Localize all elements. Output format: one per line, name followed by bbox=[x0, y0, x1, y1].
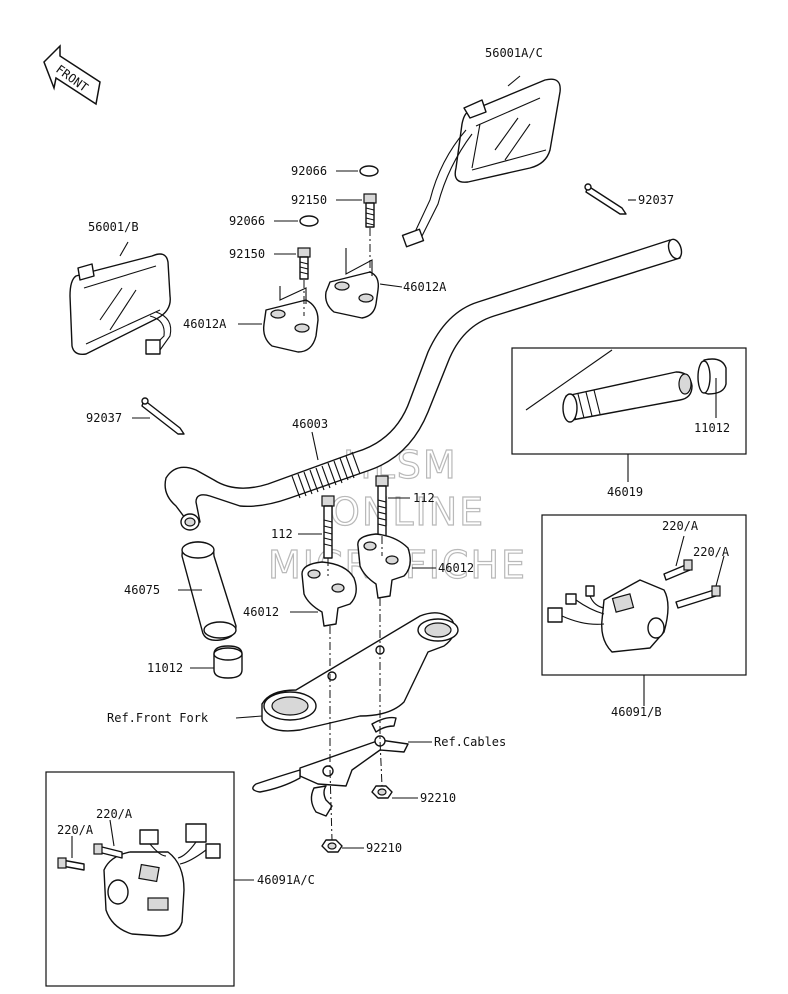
label-holder-lower-right: 46012 bbox=[438, 561, 474, 575]
holder-46012-left bbox=[301, 561, 357, 627]
label-grip-end-left: 11012 bbox=[147, 661, 183, 675]
wire-clamp-92037-right bbox=[584, 183, 627, 215]
label-wire-left: 92037 bbox=[86, 411, 122, 425]
label-grip-assy-right: 46019 bbox=[607, 485, 643, 499]
label-cap-lower: 92066 bbox=[229, 214, 265, 228]
label-nut-1: 92210 bbox=[420, 791, 456, 805]
callout-labels: 56001A/C 56001/B 92066 92150 92066 92150… bbox=[57, 46, 730, 887]
bolt-112-left bbox=[321, 495, 335, 559]
cable-bracket bbox=[252, 716, 409, 817]
mirror-left bbox=[69, 253, 172, 356]
label-nut-2: 92210 bbox=[366, 841, 402, 855]
switch-left bbox=[57, 823, 221, 937]
label-grip-left: 46075 bbox=[124, 583, 160, 597]
box-grip-assy-right bbox=[511, 347, 747, 455]
nut-92210-lower bbox=[321, 839, 343, 853]
switch-right bbox=[547, 559, 721, 653]
label-screw-ls-1: 220/A bbox=[96, 807, 133, 821]
bolt-112-right bbox=[375, 475, 389, 537]
label-mirror-left: 56001/B bbox=[88, 220, 139, 234]
bolt-92150-upper bbox=[363, 193, 377, 228]
handlebar-46003 bbox=[164, 238, 683, 531]
holder-46012A-left bbox=[262, 286, 319, 353]
label-switch-right: 46091/B bbox=[611, 705, 662, 719]
bolt-92150-lower bbox=[297, 247, 311, 280]
leader-lines bbox=[71, 75, 725, 881]
cap-92066-upper bbox=[359, 165, 379, 177]
holder-46012-right bbox=[357, 533, 411, 599]
label-cap-upper: 92066 bbox=[291, 164, 327, 178]
label-handlebar: 46003 bbox=[292, 417, 328, 431]
label-bolt-upper-1: 92150 bbox=[291, 193, 327, 207]
label-holder-upper-left: 46012A bbox=[183, 317, 227, 331]
label-holder-upper-right: 46012A bbox=[403, 280, 447, 294]
holder-46012A-right bbox=[324, 248, 380, 319]
label-screw-ls-2: 220/A bbox=[57, 823, 94, 837]
label-mirror-right: 56001A/C bbox=[485, 46, 543, 60]
mirror-right bbox=[401, 78, 561, 248]
label-bolt-left: 112 bbox=[271, 527, 293, 541]
cap-92066-lower bbox=[299, 215, 319, 227]
label-switch-left: 46091A/C bbox=[257, 873, 315, 887]
grip-assy-right bbox=[525, 349, 727, 423]
label-wire-right: 92037 bbox=[638, 193, 674, 207]
label-bolt-right: 112 bbox=[413, 491, 435, 505]
watermark-line2: ONLINE bbox=[330, 490, 485, 534]
label-screw-rs-1: 220/A bbox=[662, 519, 699, 533]
label-bolt-upper-2: 92150 bbox=[229, 247, 265, 261]
box-switch-left bbox=[45, 771, 235, 987]
label-holder-lower-left: 46012 bbox=[243, 605, 279, 619]
centerlines bbox=[303, 228, 383, 841]
grip-end-11012-left bbox=[213, 645, 243, 679]
wire-clamp-92037-left bbox=[141, 397, 185, 435]
label-grip-end-right: 11012 bbox=[694, 421, 730, 435]
nut-92210-upper bbox=[371, 785, 393, 799]
label-ref-cables: Ref.Cables bbox=[434, 735, 506, 749]
grip-46075 bbox=[181, 541, 237, 641]
label-screw-rs-2: 220/A bbox=[693, 545, 730, 559]
label-ref-front-fork: Ref.Front Fork bbox=[107, 711, 209, 725]
upper-triple-clamp bbox=[261, 612, 459, 732]
front-arrow-icon: FRONT bbox=[43, 44, 101, 106]
